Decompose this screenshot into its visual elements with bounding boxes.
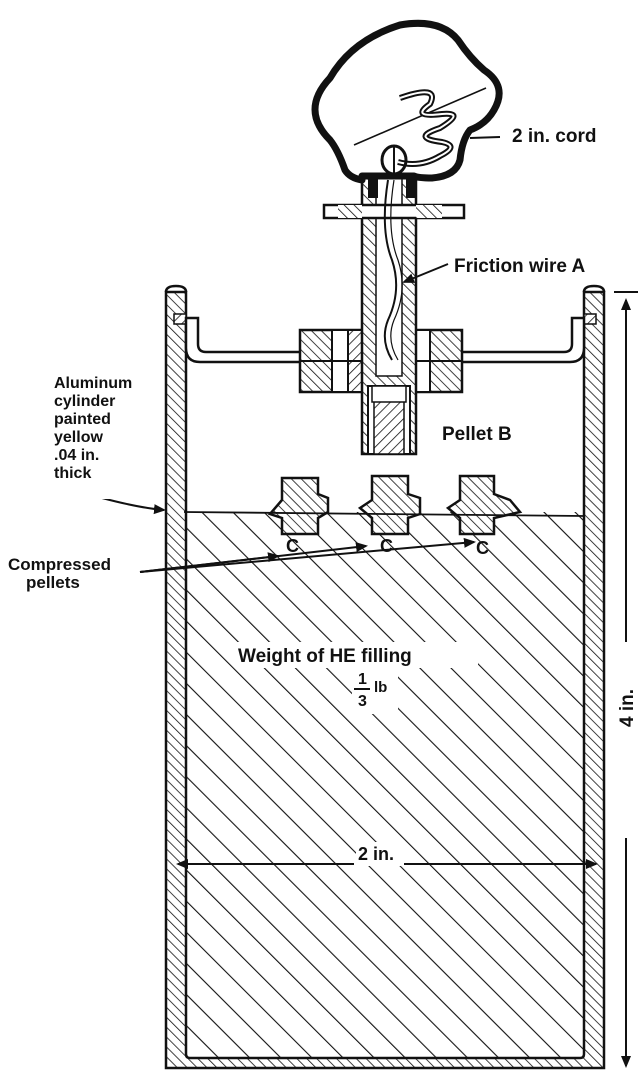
cord-coils xyxy=(380,89,457,176)
svg-text:C: C xyxy=(380,536,393,556)
compressed-pellets xyxy=(183,474,585,536)
pellet-c-labels: C C C xyxy=(286,536,489,558)
cylinder-label: Aluminum cylinder painted yellow .04 in.… xyxy=(52,373,140,499)
svg-text:4 in.: 4 in. xyxy=(617,689,638,727)
cord-label: 2 in. cord xyxy=(512,126,596,147)
height-label: 4 in. xyxy=(617,645,638,835)
svg-text:Compressed: Compressed xyxy=(8,555,111,574)
he-filling xyxy=(184,512,584,1060)
svg-text:Weight of HE filling: Weight of HE filling xyxy=(238,646,412,667)
svg-text:C: C xyxy=(286,536,299,556)
svg-text:yellow: yellow xyxy=(54,429,103,446)
friction-wire xyxy=(383,179,398,361)
pellet-b-label: Pellet B xyxy=(442,424,512,445)
svg-text:thick: thick xyxy=(54,465,91,482)
friction-wire-label: Friction wire A xyxy=(454,256,586,277)
svg-text:C: C xyxy=(476,538,489,558)
svg-text:painted: painted xyxy=(54,411,111,428)
svg-text:pellets: pellets xyxy=(26,573,80,592)
cord-bag xyxy=(311,19,503,184)
top-washer xyxy=(322,176,466,220)
width-label: 2 in. xyxy=(356,842,402,866)
svg-text:.04 in.: .04 in. xyxy=(54,447,99,464)
cylinder-wall xyxy=(164,290,606,1070)
leader-lines xyxy=(101,136,501,573)
svg-text:3: 3 xyxy=(358,693,367,710)
svg-text:2 in.: 2 in. xyxy=(358,844,394,864)
svg-text:lb: lb xyxy=(374,679,387,696)
svg-text:1: 1 xyxy=(358,671,367,688)
compressed-pellets-label: Compressed pellets xyxy=(6,552,138,594)
svg-text:Aluminum: Aluminum xyxy=(54,375,132,392)
svg-text:cylinder: cylinder xyxy=(54,393,115,410)
height-dimension xyxy=(614,291,638,1068)
he-weight-label: Weight of HE filling 1 3 lb xyxy=(236,642,478,714)
